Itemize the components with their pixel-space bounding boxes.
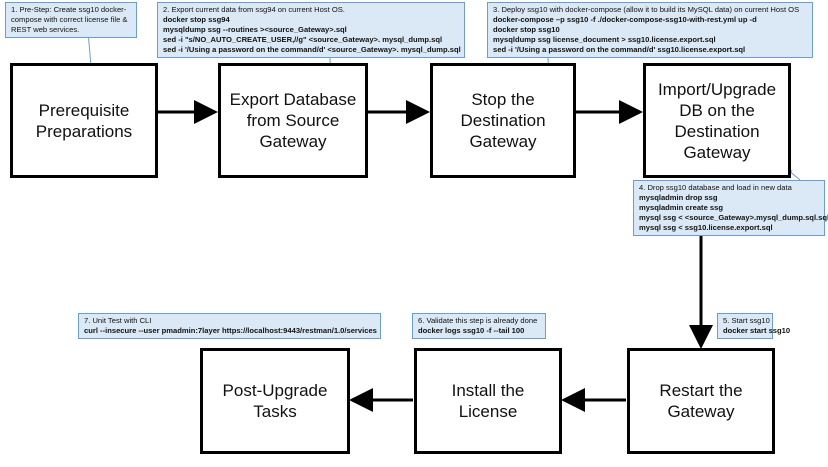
command: mysqladmin drop ssg xyxy=(639,193,718,202)
note-title: 5. Start ssg10 xyxy=(723,316,770,325)
note-6: 6. Validate this step is already done do… xyxy=(412,313,546,339)
command: curl --insecure --user pmadmin:7layer ht… xyxy=(84,326,377,335)
note-2: 2. Export current data from ssg94 on cur… xyxy=(157,2,465,58)
command: mysqldump ssg --routines ><source_Gatewa… xyxy=(163,25,347,34)
command: sed -i '/Using a password on the command… xyxy=(493,45,746,54)
command: mysql ssg < ssg10.license.export.sql xyxy=(639,223,773,232)
step-restart-gateway: Restart the Gateway xyxy=(627,348,775,454)
step-import-upgrade: Import/Upgrade DB on the Destination Gat… xyxy=(643,63,791,178)
command: sed -i '/Using a password on the command… xyxy=(163,45,461,54)
step-export-database: Export Database from Source Gateway xyxy=(218,63,368,178)
command: docker logs ssg10 -f --tail 100 xyxy=(418,326,525,335)
note-3: 3. Deploy ssg10 with docker-compose (all… xyxy=(487,2,813,58)
note-5: 5. Start ssg10 docker start ssg10 xyxy=(717,313,791,339)
note-title: 4. Drop ssg10 database and load in new d… xyxy=(639,183,792,192)
note-title: 6. Validate this step is already done xyxy=(418,316,538,325)
note-4: 4. Drop ssg10 database and load in new d… xyxy=(633,180,828,236)
note-title: 3. Deploy ssg10 with docker-compose (all… xyxy=(493,5,800,14)
command: docker stop ssg10 xyxy=(493,25,560,34)
step-install-license: Install the License xyxy=(414,348,562,454)
command: mysql ssg < <source_Gateway>.mysql_dump.… xyxy=(639,213,828,222)
note-title: 2. Export current data from ssg94 on cur… xyxy=(163,5,345,14)
note-7: 7. Unit Test with CLI curl --insecure --… xyxy=(78,313,381,339)
step-post-upgrade: Post-Upgrade Tasks xyxy=(200,348,350,454)
step-stop-destination: Stop the Destination Gateway xyxy=(430,63,576,178)
command: sed -i "s/NO_AUTO_CREATE_USER,//g" <sour… xyxy=(163,35,443,44)
command: docker start ssg10 xyxy=(723,326,791,335)
note-1: 1. Pre-Step: Create ssg10 docker-compose… xyxy=(5,2,137,38)
step-prerequisite: Prerequisite Preparations xyxy=(10,63,158,178)
note-title: 1. Pre-Step: Create ssg10 docker-compose… xyxy=(11,5,128,34)
command: mysqldump ssg license_document > ssg10.l… xyxy=(493,35,716,44)
command: docker-compose –p ssg10 -f ./docker-comp… xyxy=(493,15,757,24)
note-title: 7. Unit Test with CLI xyxy=(84,316,152,325)
command: mysqladmin create ssg xyxy=(639,203,723,212)
command: docker stop ssg94 xyxy=(163,15,230,24)
